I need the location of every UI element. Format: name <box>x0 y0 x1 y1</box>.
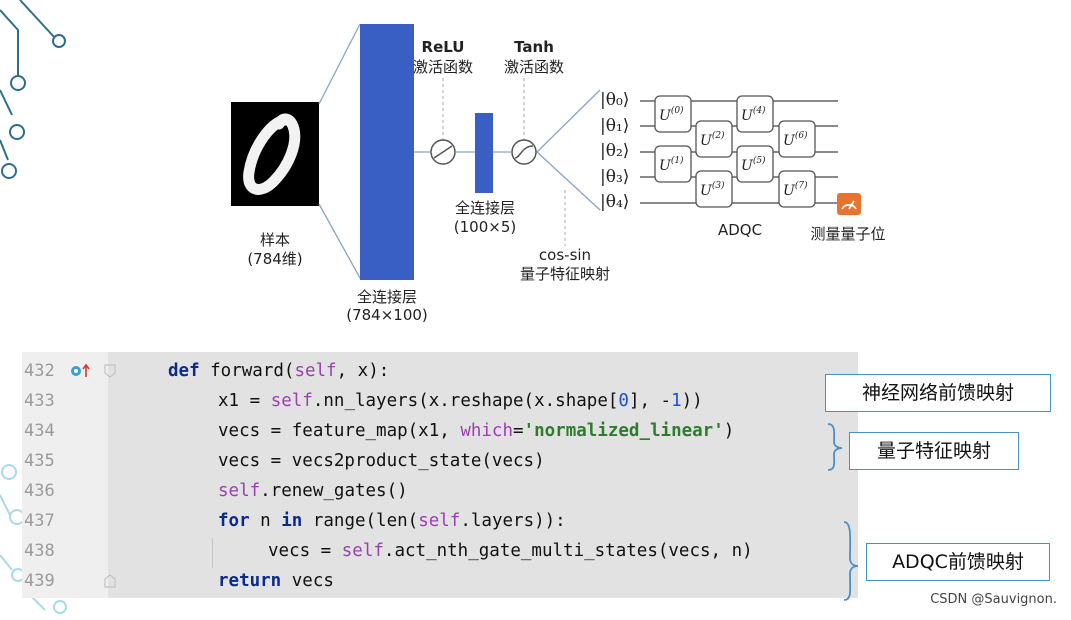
code-line-437: for n in range(len(self.layers)): <box>218 511 566 531</box>
line-number: 434 <box>24 421 55 441</box>
code-line-432: def forward(self, x): <box>168 361 390 381</box>
theta-2: |θ₂⟩ <box>600 141 630 161</box>
watermark: CSDN @Sauvignon. <box>930 592 1057 607</box>
callout-nn-forward: 神经网络前馈映射 <box>825 374 1051 412</box>
fc2-label: 全连接层 <box>454 199 515 217</box>
theta-1: |θ₁⟩ <box>600 116 630 136</box>
callout-adqc-forward: ADQC前馈映射 <box>866 543 1050 581</box>
sample-label: 样本 <box>259 231 290 249</box>
line-number: 437 <box>24 511 55 531</box>
tanh-label: Tanh <box>514 38 554 56</box>
feature-map-label: cos-sin <box>538 246 592 264</box>
feature-map-sublabel: 量子特征映射 <box>519 265 610 283</box>
line-number: 436 <box>24 481 55 501</box>
adqc-label: ADQC <box>717 221 763 239</box>
fc1-label: 全连接层 <box>356 288 417 306</box>
theta-3: |θ₃⟩ <box>600 167 630 187</box>
fc1-sublabel: (784×100) <box>346 306 428 324</box>
code-line-436: self.renew_gates() <box>218 481 408 501</box>
sample-digit-image <box>231 102 319 206</box>
code-line-439: return vecs <box>218 571 334 591</box>
callout-quantum-feature-map: 量子特征映射 <box>849 432 1019 470</box>
brace-lines <box>827 423 859 601</box>
code-area <box>108 352 858 598</box>
network-diagram: 样本 (784维) <box>0 0 886 324</box>
code-line-435: vecs = vecs2product_state(vecs) <box>218 451 545 471</box>
relu-sublabel: 激活函数 <box>412 58 473 76</box>
indent-guide <box>212 538 213 568</box>
override-gutter-icon[interactable] <box>70 361 94 381</box>
code-line-434: vecs = feature_map(x1, which='normalized… <box>218 421 735 441</box>
code-editor: 432 433 434 435 436 437 438 439 def forw… <box>22 352 858 598</box>
connection-lines: U(0) U(1) U(2) U(3) U(4) U(5) U(6) U(7) <box>318 23 838 279</box>
code-line-433: x1 = self.nn_layers(x.reshape(x.shape[0]… <box>218 391 703 411</box>
sample-sublabel: (784维) <box>247 250 303 268</box>
fold-end-icon[interactable] <box>104 574 116 588</box>
code-line-438: vecs = self.act_nth_gate_multi_states(ve… <box>268 541 753 561</box>
fc2-layer-bar <box>475 113 493 193</box>
fc2-sublabel: (100×5) <box>453 218 517 236</box>
measure-label: 测量量子位 <box>810 225 886 243</box>
theta-0: |θ₀⟩ <box>600 90 630 110</box>
line-number: 438 <box>24 541 55 561</box>
line-number: 439 <box>24 571 55 591</box>
line-number: 433 <box>24 391 55 411</box>
line-number: 435 <box>24 451 55 471</box>
line-number: 432 <box>24 361 55 381</box>
fc1-layer-bar <box>360 24 414 280</box>
measurement-icon <box>837 193 861 215</box>
decorative-circuit-icon <box>0 0 66 179</box>
fold-icon[interactable] <box>104 364 116 378</box>
theta-4: |θ₄⟩ <box>600 192 630 212</box>
tanh-sublabel: 激活函数 <box>503 58 564 76</box>
relu-label: ReLU <box>421 38 465 56</box>
